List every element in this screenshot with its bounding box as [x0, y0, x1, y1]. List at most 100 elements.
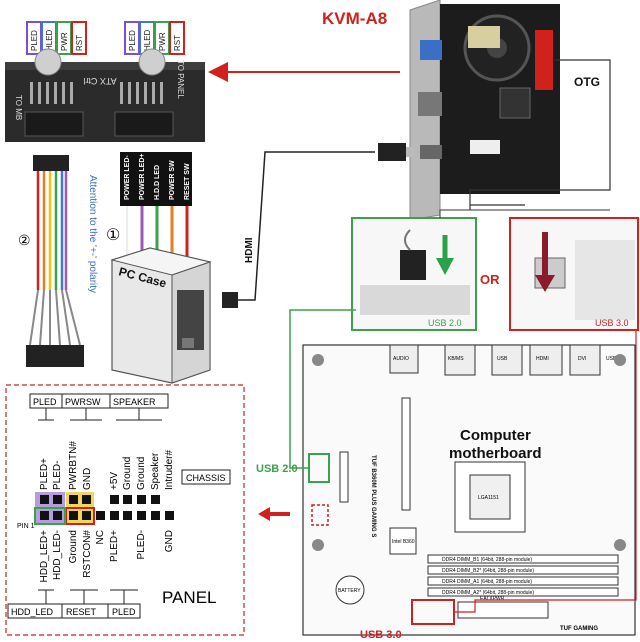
adapter-label-pwr-r: PWR [158, 32, 167, 51]
group-pled-bottom: PLED [112, 607, 136, 617]
group-pled-bottom-box [107, 603, 141, 619]
pin-bot-gnd: GND [164, 530, 175, 552]
chassis-box [181, 469, 231, 485]
pin-top-speaker: Speaker [150, 452, 161, 490]
eatx-power [457, 601, 549, 619]
usb20-inset: USB 2.0 [351, 217, 477, 331]
adapter-to-mb: TO MB [14, 95, 23, 120]
mb-label-audio: AUDIO [393, 356, 409, 362]
hdmi-plug-pc [222, 292, 238, 308]
mb-label-kbms: KB/MS [448, 356, 464, 362]
chassis-label: CHASSIS [186, 473, 226, 483]
panel-diagram: PLED PWRSW SPEAKER PLED+ PLED- PWRBTN# G… [5, 384, 245, 636]
step2-marker: ② [18, 232, 31, 248]
adapter-label-rst-r: RST [173, 35, 182, 51]
kvm-red-header [535, 30, 553, 90]
kvm-ribbon-port [470, 140, 500, 154]
adapter-rainbow-cable [26, 155, 84, 367]
hdmi-label: HDMI [244, 237, 255, 263]
wire-hdd-led: H.D.D LED [154, 165, 161, 200]
mb-label-battery: BATTERY [338, 588, 361, 594]
adapter-label-pwr-l: PWR [60, 32, 69, 51]
pin-top-ground-2: Ground [136, 457, 147, 490]
pin-bot-nc: NC [95, 530, 106, 544]
adapter-to-panel: TO PANEL [176, 60, 185, 99]
group-pwrsw: PWRSW [65, 397, 101, 407]
mb-label-lga: LGA1151 [478, 495, 499, 501]
group-speaker: SPEAKER [113, 397, 156, 407]
case-wire-labels: POWER LED- POWER LED+ H.D.D LED POWER SW… [120, 152, 192, 206]
kvm-a8-card [409, 0, 560, 221]
pin-top-gnd: GND [82, 468, 93, 490]
adapter-connector-left [24, 111, 84, 137]
panel-header [311, 504, 329, 526]
or-label: OR [480, 272, 500, 287]
usb30-inset: USB 3.0 [509, 217, 639, 331]
mb-label-dvi: DVI [578, 356, 586, 362]
wire-power-led-minus: POWER LED- [124, 155, 131, 200]
pc-case: PC Case [110, 247, 212, 384]
dimm-b2: DDR4 DIMM_B2* (64bit, 288-pin module) [442, 568, 534, 574]
otg-cable [469, 59, 611, 210]
pin-top-pled-minus: PLED- [52, 461, 63, 490]
battery [335, 575, 365, 605]
adapter-label-hled-l: HLED [45, 29, 54, 51]
group-pled-top: PLED [33, 397, 57, 407]
pin-bot-hdd-plus: HDD_LED+ [39, 530, 50, 583]
chipset [389, 527, 417, 555]
group-hdd-led: HDD_LED [11, 607, 54, 617]
usb30-link-line [454, 330, 637, 613]
adapter-label-hled-r: HLED [143, 29, 152, 51]
kvm-ethernet-port [418, 92, 442, 116]
mb-label-hdmi: HDMI [536, 356, 549, 362]
board-model: TUF B360M PLUS GAMING S [370, 455, 376, 537]
pin-bot-hdd-minus: HDD_LED- [52, 530, 63, 580]
pin-bot-ground: Ground [68, 530, 79, 563]
adapter-atx-ctrl: ATX Ctrl [83, 76, 116, 86]
usb20-side-label: USB 2.0 [256, 463, 298, 475]
adapter-label-rst-l: RST [75, 35, 84, 51]
pin-top-ground-1: Ground [122, 457, 133, 490]
adapter-button-right [138, 48, 166, 76]
pin1-label: PIN 1 [17, 523, 35, 530]
header-pins [40, 495, 174, 520]
wire-reset-sw: RESET SW [184, 163, 191, 200]
kvm-hdmi-port [420, 145, 442, 159]
pin-top-pwrbtn: PWRBTN# [68, 441, 79, 490]
adapter-label-pled-l: PLED [30, 30, 39, 51]
step1-marker: ① [106, 227, 120, 244]
pin-bot-rstcon: RSTCON# [82, 530, 93, 578]
motherboard-label-2: motherboard [449, 445, 542, 462]
kvm-title: KVM-A8 [322, 9, 387, 28]
usb20-link-line [289, 309, 356, 469]
mb-label-chipset: Intel B360 [392, 539, 415, 545]
usb20-inset-label: USB 2.0 [428, 318, 462, 328]
attention-text: Attention to the '+-' polarity [87, 175, 98, 293]
pin-top-5v: +5V [109, 472, 120, 490]
adapter-button-left [34, 48, 62, 76]
atx-ctrl-adapter: PLED HLED PWR RST PLED HLED PWR RST [5, 21, 205, 142]
dimm-a2: DDR4 DIMM_A2* (64bit, 288-pin module) [442, 590, 534, 596]
usb30-bottom-label: USB 3.0 [360, 629, 402, 641]
pin-bot-pled-plus: PLED+ [109, 530, 120, 562]
adapter-label-pled-r: PLED [128, 30, 137, 51]
pin-top-intruder: Intruder# [164, 450, 175, 490]
motherboard: AUDIO KB/MS USB HDMI DVI USB LGA1151 Com… [302, 344, 636, 636]
hdmi-plug-kvm [378, 143, 406, 161]
wire-power-sw: POWER SW [169, 160, 176, 200]
dimm-b1: DDR4 DIMM_B1 (64bit, 288-pin module) [442, 557, 532, 563]
dimm-a1: DDR4 DIMM_A1 (64bit, 288-pin module) [442, 579, 532, 585]
adapter-right-labels: PLED HLED PWR RST [124, 21, 185, 55]
pin-top-pled-plus: PLED+ [39, 458, 50, 490]
hdd-pins-highlight [34, 507, 66, 525]
adapter-connector-right [114, 111, 174, 137]
panel-title: PANEL [162, 588, 217, 607]
mb-label-usb: USB [497, 356, 508, 362]
kvm-chip [468, 26, 500, 48]
adapter-left-labels: PLED HLED PWR RST [26, 21, 87, 55]
motherboard-label-1: Computer [460, 427, 531, 444]
usb30-inset-label: USB 3.0 [595, 318, 629, 328]
mb-label-usb2: USB [606, 356, 617, 362]
mb-label-eatx: EATXPWR [480, 596, 505, 602]
